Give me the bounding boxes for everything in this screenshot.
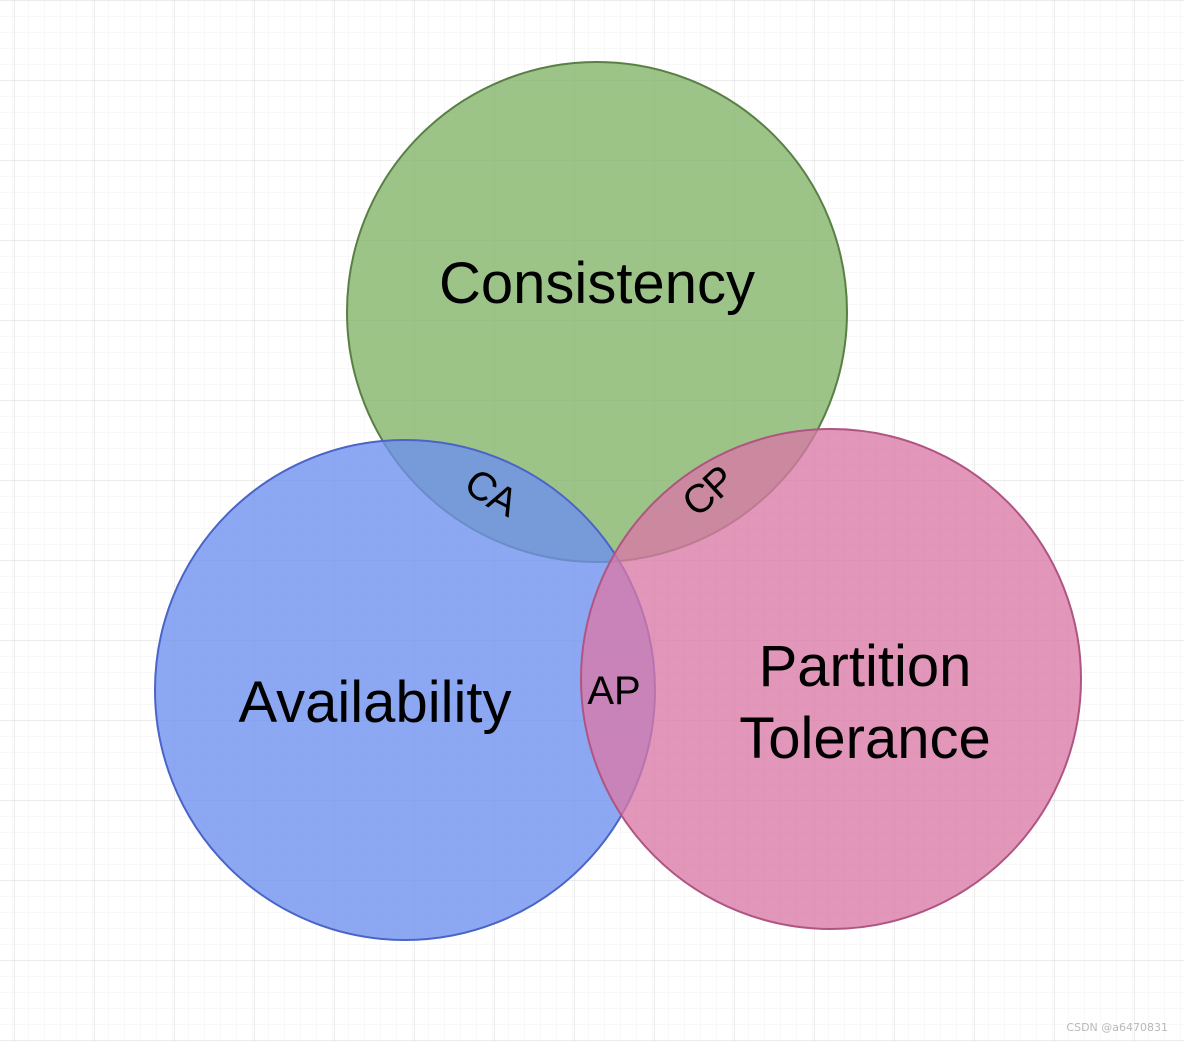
consistency-label: Consistency: [439, 251, 755, 316]
ap-intersection-label: AP: [587, 669, 640, 713]
tolerance-label: Tolerance: [739, 706, 990, 771]
partition-label: Partition: [759, 634, 972, 699]
availability-label: Availability: [239, 670, 512, 735]
watermark: CSDN @a6470831: [1066, 1021, 1168, 1034]
partition-tolerance-circle: [580, 428, 1082, 930]
